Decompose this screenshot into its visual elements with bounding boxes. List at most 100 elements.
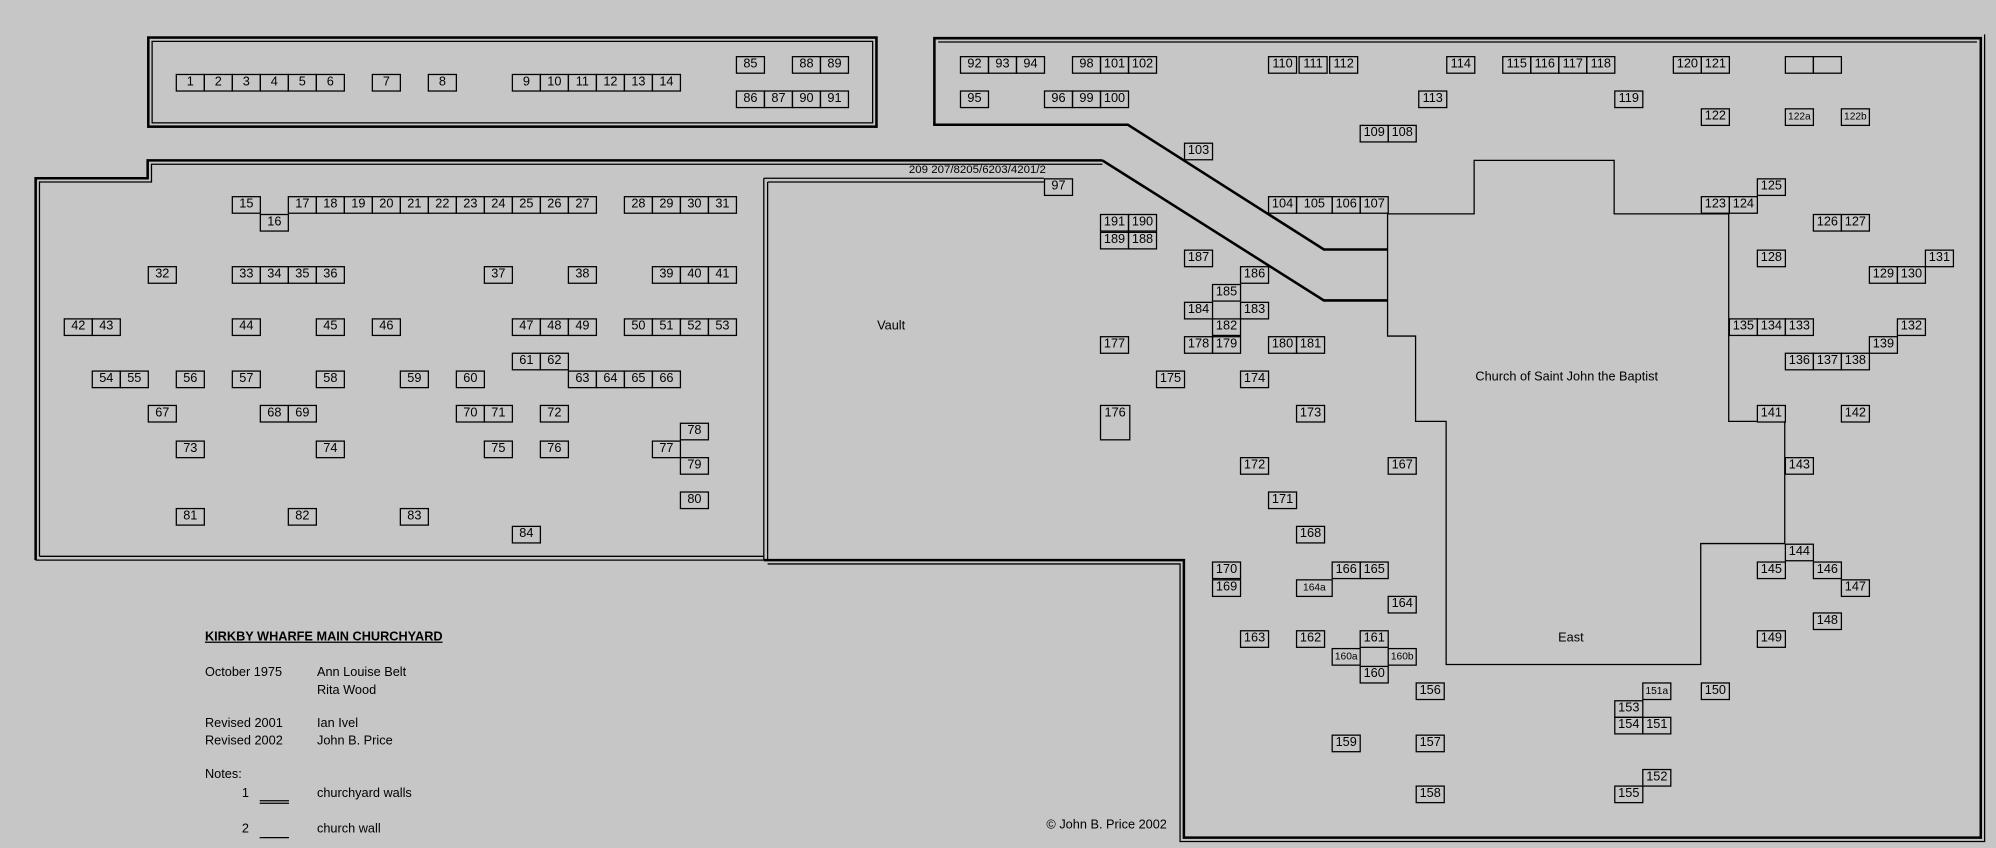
grave-plot-14[interactable]: 14 bbox=[651, 73, 682, 92]
grave-plot-94[interactable]: 94 bbox=[1015, 56, 1046, 74]
grave-plot-55[interactable]: 55 bbox=[119, 370, 149, 389]
grave-plot-130[interactable]: 130 bbox=[1896, 266, 1927, 284]
grave-plot-164[interactable]: 164 bbox=[1387, 595, 1417, 614]
grave-plot-163[interactable]: 163 bbox=[1239, 630, 1270, 648]
grave-plot-96[interactable]: 96 bbox=[1043, 90, 1074, 109]
grave-plot-182[interactable]: 182 bbox=[1211, 318, 1242, 337]
grave-plot-136[interactable]: 136 bbox=[1784, 352, 1815, 371]
grave-plot-46[interactable]: 46 bbox=[371, 318, 401, 337]
grave-plot-2[interactable]: 2 bbox=[203, 73, 233, 92]
grave-plot-53[interactable]: 53 bbox=[707, 318, 738, 337]
grave-plot-122b[interactable]: 122b bbox=[1840, 108, 1871, 127]
grave-plot-3[interactable]: 3 bbox=[231, 73, 261, 92]
grave-plot-61[interactable]: 61 bbox=[511, 352, 542, 371]
grave-plot-170[interactable]: 170 bbox=[1211, 561, 1242, 580]
grave-plot-7[interactable]: 7 bbox=[371, 73, 401, 92]
grave-plot-95[interactable]: 95 bbox=[959, 90, 990, 109]
grave-plot-6[interactable]: 6 bbox=[315, 73, 345, 92]
grave-plot-179[interactable]: 179 bbox=[1211, 336, 1242, 354]
grave-plot-177[interactable]: 177 bbox=[1099, 336, 1130, 354]
grave-plot-172[interactable]: 172 bbox=[1239, 457, 1270, 475]
grave-plot-18[interactable]: 18 bbox=[315, 196, 345, 214]
grave-plot-112[interactable]: 112 bbox=[1329, 56, 1359, 74]
grave-plot-188[interactable]: 188 bbox=[1127, 231, 1158, 250]
grave-plot-49[interactable]: 49 bbox=[567, 318, 598, 337]
grave-plot-36[interactable]: 36 bbox=[315, 266, 345, 284]
grave-plot-183[interactable]: 183 bbox=[1239, 301, 1270, 320]
grave-plot-79[interactable]: 79 bbox=[679, 457, 710, 475]
grave-plot-138[interactable]: 138 bbox=[1840, 352, 1871, 371]
grave-plot-21[interactable]: 21 bbox=[399, 196, 430, 214]
grave-plot-174[interactable]: 174 bbox=[1239, 370, 1270, 389]
grave-plot-109[interactable]: 109 bbox=[1359, 124, 1389, 143]
grave-plot-19[interactable]: 19 bbox=[343, 196, 373, 214]
grave-plot-66[interactable]: 66 bbox=[651, 370, 682, 389]
grave-plot-75[interactable]: 75 bbox=[483, 440, 514, 459]
grave-plot-190[interactable]: 190 bbox=[1127, 213, 1158, 232]
grave-plot-84[interactable]: 84 bbox=[511, 525, 542, 544]
grave-plot-153[interactable]: 153 bbox=[1614, 700, 1644, 718]
grave-plot-32[interactable]: 32 bbox=[147, 266, 177, 284]
grave-plot-129[interactable]: 129 bbox=[1868, 266, 1899, 284]
grave-plot-30[interactable]: 30 bbox=[679, 196, 710, 214]
grave-plot-132[interactable]: 132 bbox=[1896, 318, 1927, 337]
grave-plot-150[interactable]: 150 bbox=[1700, 682, 1731, 701]
grave-plot-100[interactable]: 100 bbox=[1099, 90, 1130, 109]
grave-plot-17[interactable]: 17 bbox=[287, 196, 317, 214]
grave-plot-110[interactable]: 110 bbox=[1267, 56, 1298, 74]
grave-plot-120[interactable]: 120 bbox=[1672, 56, 1703, 74]
grave-plot-131[interactable]: 131 bbox=[1924, 249, 1955, 268]
grave-plot-106[interactable]: 106 bbox=[1331, 196, 1361, 214]
grave-plot-141[interactable]: 141 bbox=[1756, 404, 1787, 423]
grave-plot-180[interactable]: 180 bbox=[1267, 336, 1298, 354]
grave-plot-83[interactable]: 83 bbox=[399, 507, 430, 526]
grave-plot-80[interactable]: 80 bbox=[679, 491, 710, 510]
grave-plot-69[interactable]: 69 bbox=[287, 404, 317, 423]
grave-plot-28[interactable]: 28 bbox=[623, 196, 654, 214]
grave-plot-102[interactable]: 102 bbox=[1127, 56, 1158, 74]
grave-plot-1[interactable]: 1 bbox=[175, 73, 205, 92]
grave-plot-158[interactable]: 158 bbox=[1415, 785, 1445, 804]
grave-plot-173[interactable]: 173 bbox=[1295, 404, 1326, 423]
grave-plot-175[interactable]: 175 bbox=[1155, 370, 1186, 389]
grave-plot-159[interactable]: 159 bbox=[1331, 734, 1361, 753]
grave-plot-4[interactable]: 4 bbox=[259, 73, 289, 92]
grave-plot-178[interactable]: 178 bbox=[1183, 336, 1214, 354]
grave-plot-124[interactable]: 124 bbox=[1728, 196, 1759, 214]
grave-plot-155[interactable]: 155 bbox=[1614, 785, 1644, 804]
grave-plot-169[interactable]: 169 bbox=[1211, 579, 1242, 598]
grave-plot-189[interactable]: 189 bbox=[1099, 231, 1130, 250]
grave-plot-37[interactable]: 37 bbox=[483, 266, 514, 284]
grave-plot-34[interactable]: 34 bbox=[259, 266, 289, 284]
grave-plot-154[interactable]: 154 bbox=[1614, 716, 1644, 735]
grave-plot-16[interactable]: 16 bbox=[259, 213, 289, 232]
grave-plot-115[interactable]: 115 bbox=[1502, 56, 1532, 74]
grave-plot-126[interactable]: 126 bbox=[1812, 213, 1843, 232]
grave-plot-156[interactable]: 156 bbox=[1415, 682, 1445, 701]
grave-plot-161[interactable]: 161 bbox=[1359, 630, 1389, 648]
grave-plot-68[interactable]: 68 bbox=[259, 404, 289, 423]
grave-plot-97[interactable]: 97 bbox=[1043, 178, 1074, 197]
grave-plot-167[interactable]: 167 bbox=[1387, 457, 1417, 475]
grave-plot-63[interactable]: 63 bbox=[567, 370, 598, 389]
grave-plot-108[interactable]: 108 bbox=[1387, 124, 1417, 143]
grave-plot-123[interactable]: 123 bbox=[1700, 196, 1731, 214]
grave-plot-133[interactable]: 133 bbox=[1784, 318, 1815, 337]
grave-plot-22[interactable]: 22 bbox=[427, 196, 458, 214]
grave-plot-39[interactable]: 39 bbox=[651, 266, 682, 284]
grave-plot-166[interactable]: 166 bbox=[1331, 561, 1361, 580]
grave-plot-78[interactable]: 78 bbox=[679, 422, 710, 441]
grave-plot-101[interactable]: 101 bbox=[1099, 56, 1130, 74]
grave-plot-128[interactable]: 128 bbox=[1756, 249, 1787, 268]
grave-plot-162[interactable]: 162 bbox=[1295, 630, 1326, 648]
grave-plot-114[interactable]: 114 bbox=[1446, 56, 1476, 74]
grave-plot-52[interactable]: 52 bbox=[679, 318, 710, 337]
grave-plot-164a[interactable]: 164a bbox=[1295, 579, 1333, 598]
grave-plot-45[interactable]: 45 bbox=[315, 318, 345, 337]
grave-plot-64[interactable]: 64 bbox=[595, 370, 626, 389]
grave-plot-12[interactable]: 12 bbox=[595, 73, 626, 92]
grave-plot-88[interactable]: 88 bbox=[791, 56, 822, 74]
grave-plot-113[interactable]: 113 bbox=[1418, 90, 1448, 109]
grave-plot-8[interactable]: 8 bbox=[427, 73, 458, 92]
grave-plot-13[interactable]: 13 bbox=[623, 73, 654, 92]
